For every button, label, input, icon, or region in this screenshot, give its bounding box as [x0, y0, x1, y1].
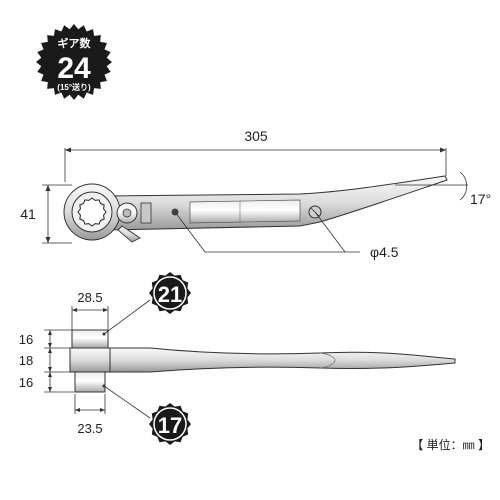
thickness-top-label: 16: [19, 332, 33, 347]
wrench-handle-front: [109, 347, 456, 373]
ratchet-lever: [117, 225, 141, 243]
head-bottom-face: [74, 371, 106, 393]
thickness-mid-label: 18: [19, 353, 33, 368]
wrench-side-view: 305 41 φ4.5 17°: [20, 128, 491, 260]
head-height-label: 41: [20, 206, 36, 222]
socket-size-badge-upper: 21: [149, 272, 191, 314]
unit-label: 【 単位：㎜ 】: [411, 437, 490, 452]
head-width-bottom-label: 23.5: [77, 421, 102, 436]
angle-arc: [459, 171, 468, 201]
thickness-bottom-label: 16: [19, 375, 33, 390]
gear-badge-title: ギア数: [58, 36, 92, 50]
head-top-face: [71, 329, 109, 349]
tip-angle-label: 17°: [470, 191, 491, 207]
gear-badge-count: 24: [57, 52, 91, 85]
head-width-top-label: 28.5: [77, 290, 102, 305]
socket-size-badge-lower: 17: [149, 403, 191, 445]
ratchet-socket-hole: [77, 197, 107, 227]
overall-length-label: 305: [244, 128, 268, 144]
head-body: [69, 347, 111, 373]
gear-badge-note: (15°送り): [57, 82, 91, 92]
gear-badge-shape: [36, 24, 112, 100]
gear-count-badge: ギア数 24 (15°送り): [36, 24, 112, 100]
wrench-front-view: 28.5 23.5 16 18 16: [19, 272, 456, 445]
socket-size-lower: 17: [158, 413, 182, 438]
hole-diameter-label: φ4.5: [370, 244, 399, 260]
socket-size-upper: 21: [158, 282, 182, 307]
